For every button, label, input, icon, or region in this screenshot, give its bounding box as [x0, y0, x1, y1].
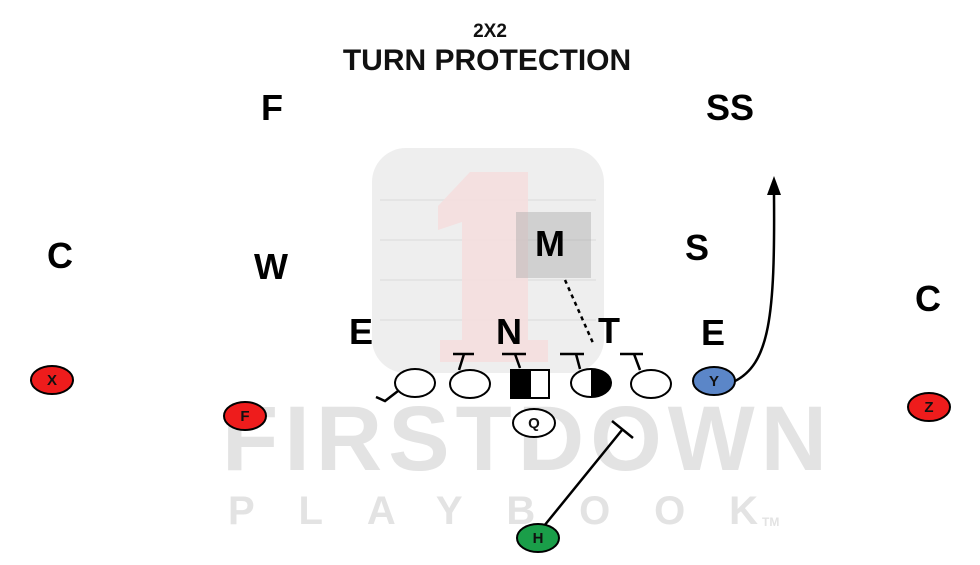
center [510, 369, 550, 399]
defender-nose: N [496, 311, 522, 352]
receiver-z: Z [907, 392, 951, 422]
watermark-logo-number-one [438, 172, 548, 362]
left-tackle-set-mark [375, 390, 399, 403]
watermark-playbook: PLAYBOOK [228, 489, 758, 533]
offensive-line [375, 352, 672, 403]
tight-end-y-label: Y [709, 373, 719, 390]
defender-end-left: E [349, 311, 373, 352]
quarterback: Q [512, 408, 556, 438]
receiver-z-label: Z [924, 399, 933, 416]
defender-corner-left: C [47, 235, 73, 276]
right-tackle-block [620, 352, 643, 371]
mike-highlight-box [516, 212, 591, 278]
tight-end-y: Y [692, 366, 736, 396]
right-guard [570, 368, 612, 398]
center-block [502, 352, 526, 369]
formation-title: 2X2 [473, 21, 507, 42]
receiver-x: X [30, 365, 74, 395]
receiver-f-label: F [240, 408, 249, 425]
defender-tackle: T [598, 310, 620, 351]
defender-sam: S [685, 227, 709, 268]
play-title: TURN PROTECTION [343, 44, 631, 77]
h-back-label: H [533, 530, 544, 547]
left-guard [449, 369, 491, 399]
watermark: FIRSTDOWN PLAYBOOK TM [222, 148, 833, 533]
watermark-firstdown: FIRSTDOWN [222, 388, 833, 490]
right-guard-block [560, 352, 584, 370]
defender-strong-safety: SS [706, 87, 754, 128]
receiver-f: F [223, 401, 267, 431]
receiver-x-label: X [47, 372, 57, 389]
left-guard-block [453, 352, 474, 371]
h-back-block-path [543, 420, 634, 527]
defender-end-right: E [701, 312, 725, 353]
mike-dashed-line [563, 279, 595, 344]
right-tackle [630, 369, 672, 399]
tight-end-route-arrowhead [767, 176, 781, 195]
defender-mike: M [535, 223, 565, 264]
defender-corner-right: C [915, 278, 941, 319]
quarterback-label: Q [528, 415, 540, 432]
defender-free-safety: F [261, 87, 283, 128]
h-back: H [516, 523, 560, 553]
watermark-trademark: TM [762, 515, 779, 529]
left-tackle [394, 368, 436, 398]
defender-will: W [254, 246, 288, 287]
tight-end-route [732, 194, 776, 384]
